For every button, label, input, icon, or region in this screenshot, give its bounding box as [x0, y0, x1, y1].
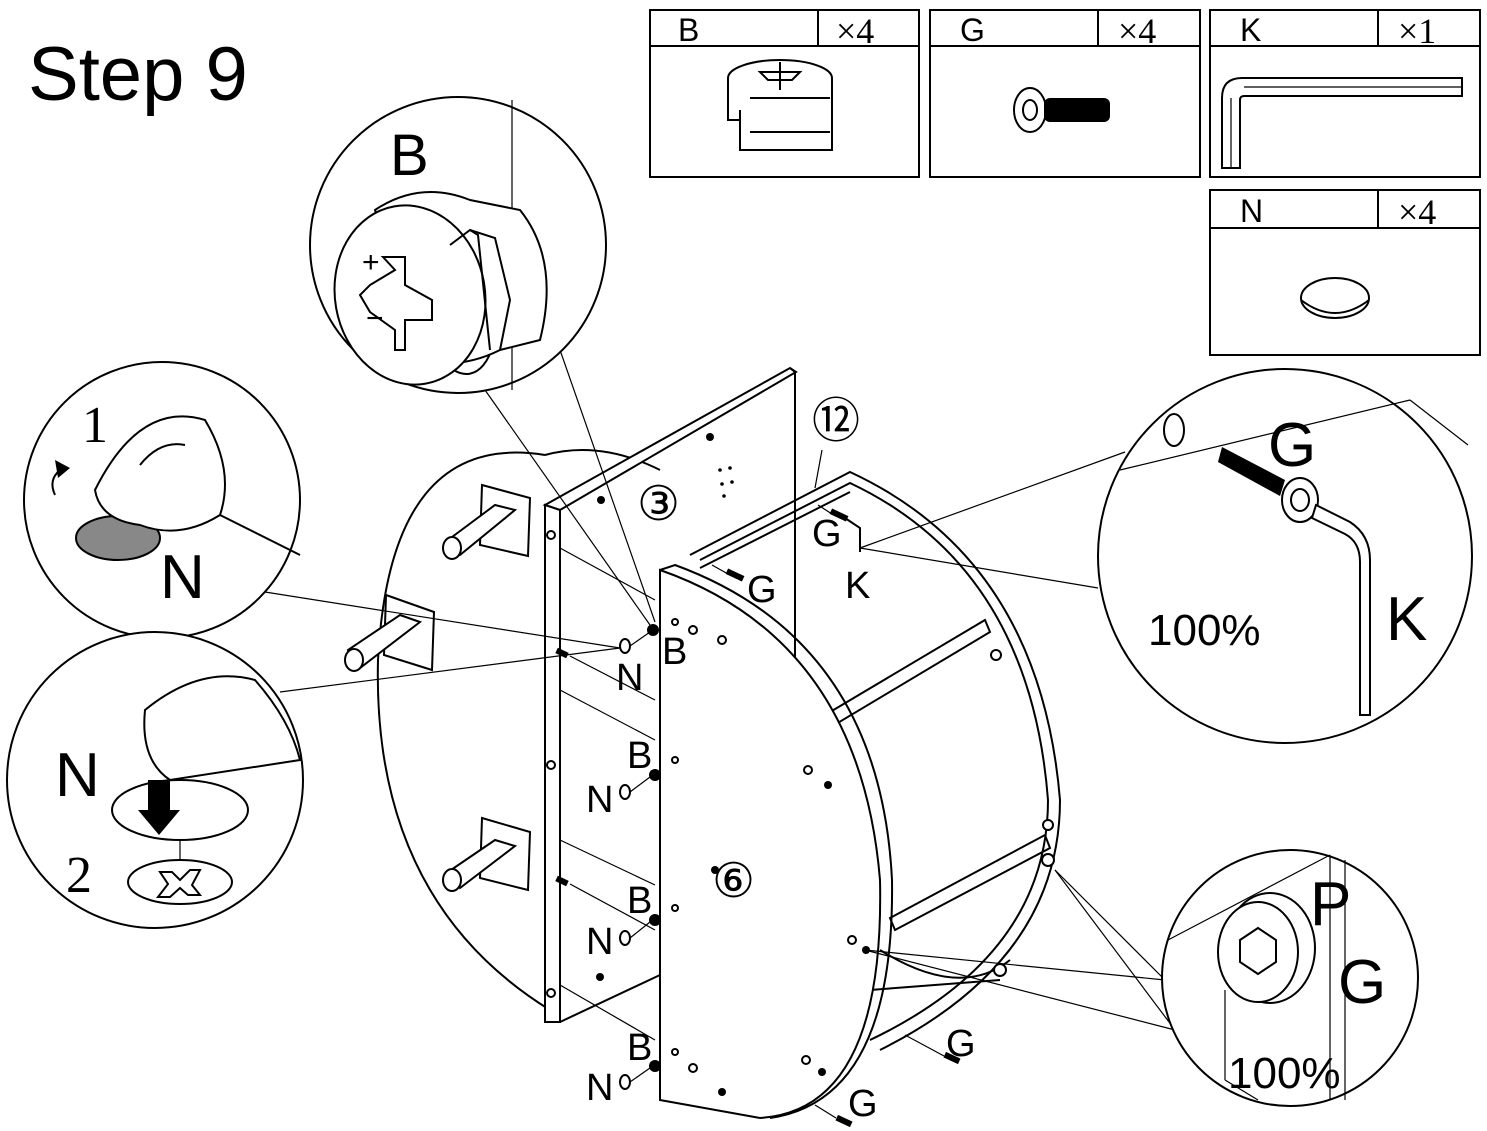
part-letter: K	[1240, 12, 1261, 48]
callout-g: G	[946, 1023, 976, 1065]
detail-screw-cover: P G 100%	[1161, 849, 1419, 1107]
part-box-n: N ×4	[1209, 189, 1481, 356]
detail-screw-tighten: G K 100%	[1097, 368, 1473, 744]
detail-label-n: N	[55, 741, 100, 810]
detail-label-b: B	[390, 123, 429, 188]
detail-peel-cap: 1 N	[23, 361, 301, 639]
part-quantity: ×4	[836, 11, 874, 51]
down-arrow-icon	[138, 780, 180, 835]
panel-number-side: ⑥	[712, 855, 755, 908]
leg-bottom	[442, 816, 532, 892]
cam-lock-marks	[619, 624, 661, 1090]
torque-percent: 100%	[1228, 1049, 1341, 1098]
torque-percent: 100%	[1148, 606, 1261, 655]
leg-top	[442, 483, 532, 560]
part-letter: G	[960, 12, 985, 48]
detail-label-p: P	[1310, 870, 1351, 939]
panel-number-frame: ⑫	[812, 395, 860, 448]
part-letter: B	[678, 12, 699, 48]
part-box-k: K ×1	[1209, 9, 1481, 178]
part-quantity: ×4	[1398, 192, 1436, 232]
callout-g: G	[848, 1083, 878, 1125]
cover-cap-icon	[1300, 277, 1370, 319]
detail-press-cap: N 2	[6, 631, 304, 929]
leg-middle	[344, 593, 436, 672]
part-box-b: B ×4	[649, 9, 920, 178]
leader-lines	[264, 349, 1176, 1031]
allen-key-icon	[1221, 77, 1463, 169]
screw-icon	[1013, 87, 1110, 133]
detail-label-k: K	[1386, 585, 1427, 654]
part-quantity: ×4	[1118, 11, 1156, 51]
part-box-g: G ×4	[929, 9, 1201, 178]
callout-b: B	[627, 1027, 652, 1069]
detail-label-g: G	[1338, 948, 1386, 1017]
detail-cam-lock: B + −	[309, 96, 607, 394]
callout-n: N	[586, 779, 613, 821]
callout-b: B	[662, 631, 687, 673]
callout-g: G	[812, 513, 842, 555]
part-letter: N	[1240, 193, 1263, 229]
back-panel	[542, 366, 798, 1023]
side-panel	[659, 563, 894, 1120]
callout-n: N	[586, 921, 613, 963]
step-title: Step 9	[28, 32, 248, 117]
top-panel-edge	[376, 451, 551, 1011]
parts-table: B ×4 G ×4	[649, 9, 1481, 356]
callout-g: G	[747, 569, 777, 611]
cam-lock-icon	[727, 59, 833, 151]
main-assembly: ③ ⑥ ⑫ B N B N B N B N G G K G G	[344, 366, 1062, 1128]
detail-label-n: N	[160, 543, 205, 612]
minus-mark: −	[366, 302, 384, 335]
callout-n: N	[616, 657, 643, 699]
step-number: 2	[66, 847, 92, 904]
dowel-guides	[555, 504, 961, 1128]
panel-number-back: ③	[637, 478, 680, 531]
callout-n: N	[586, 1067, 613, 1109]
callout-b: B	[627, 735, 652, 777]
callout-b: B	[627, 880, 652, 922]
step-number: 1	[82, 397, 108, 454]
part-quantity: ×1	[1398, 11, 1436, 51]
callout-k: K	[845, 565, 870, 607]
allen-key-mark	[841, 515, 861, 552]
detail-label-g: G	[1268, 411, 1316, 480]
plus-mark: +	[362, 246, 380, 279]
